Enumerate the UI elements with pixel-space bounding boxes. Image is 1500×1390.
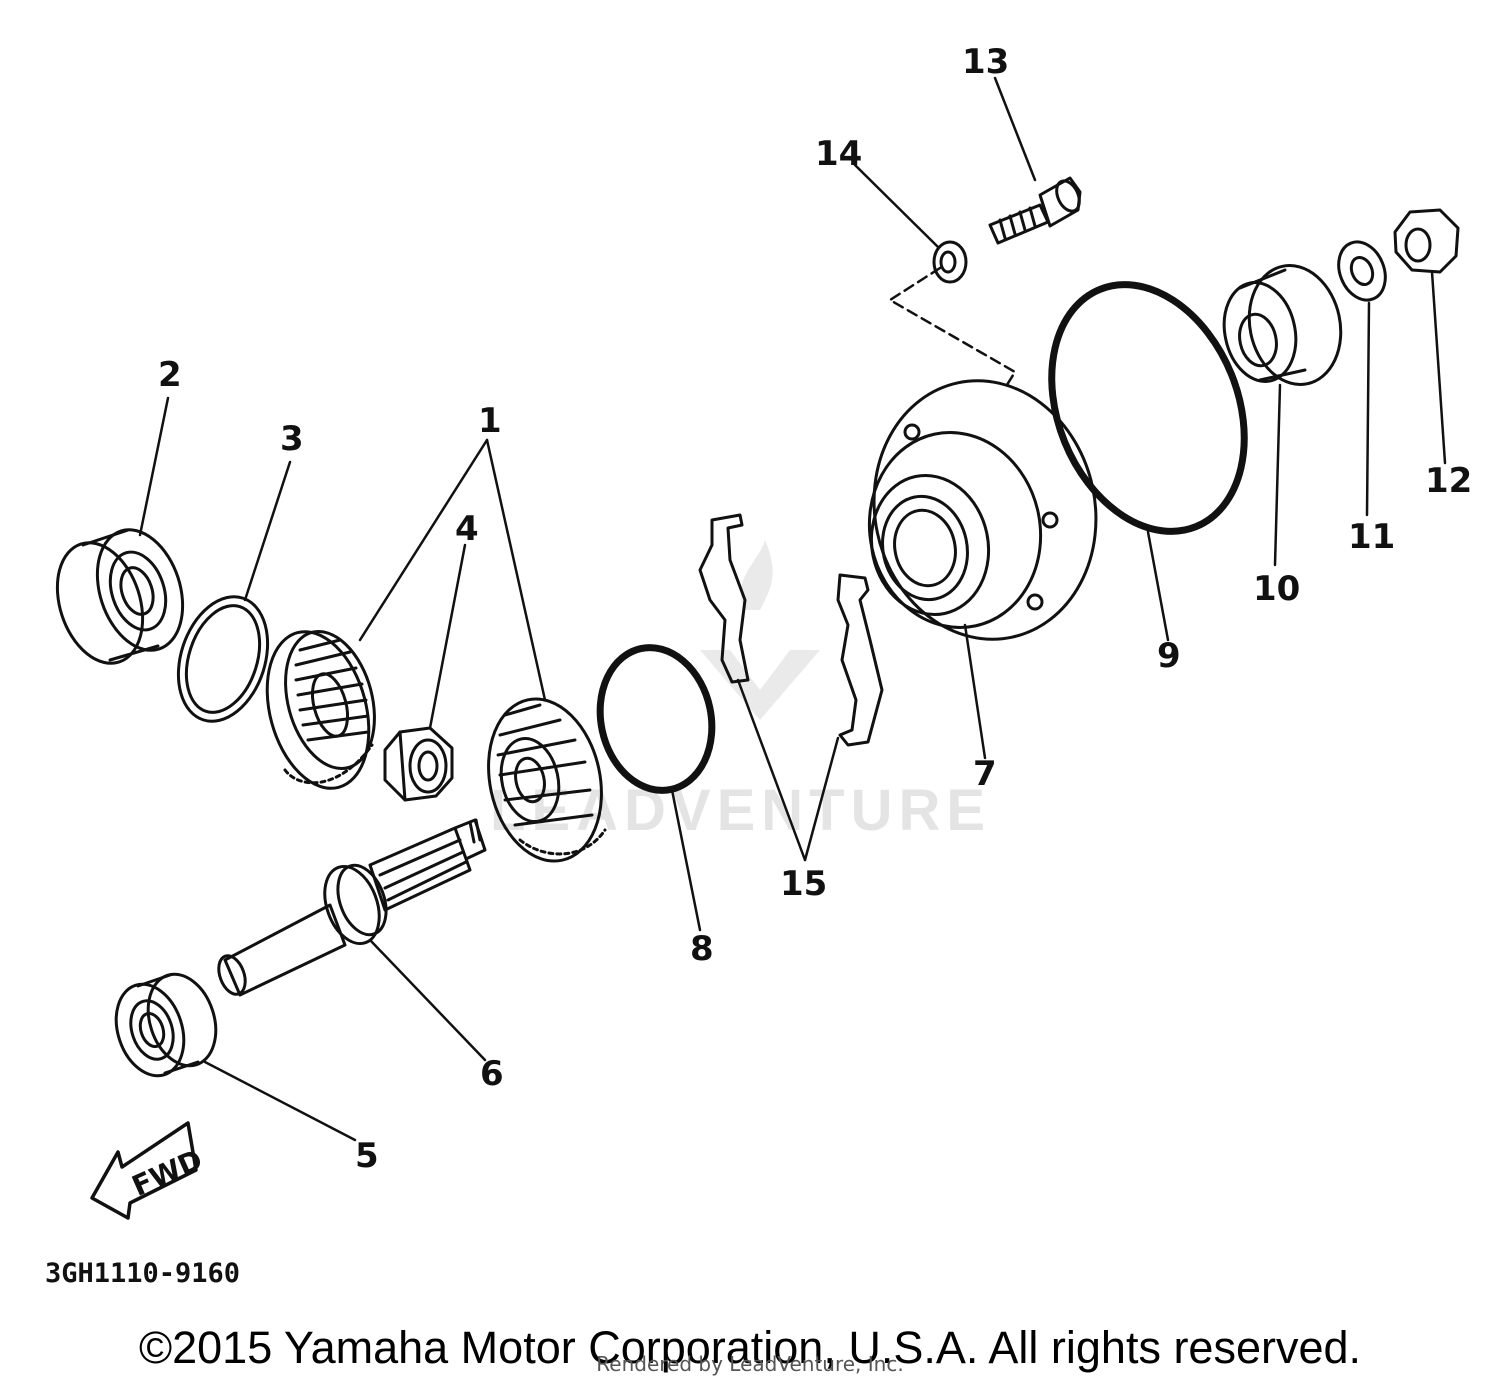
callout-7: 7 (973, 754, 997, 794)
copyright-text: ©2015 Yamaha Motor Corporation, U.S.A. A… (138, 1322, 1362, 1373)
callouts: 1 2 3 4 5 6 7 8 9 10 11 12 13 14 15 (158, 42, 1472, 1176)
part-13-bolt (988, 176, 1082, 245)
watermark-text: LEADVENTURE (490, 778, 991, 843)
part-1-gear-left (265, 630, 376, 790)
leader-lines (138, 76, 1447, 1142)
part-14-washer (932, 240, 968, 284)
callout-2: 2 (158, 355, 182, 395)
callout-5: 5 (355, 1136, 379, 1176)
part-1-gear-right (487, 697, 607, 863)
part-11-washer (1337, 240, 1387, 302)
callout-14: 14 (815, 134, 862, 174)
part-5-bearing (114, 972, 218, 1078)
part-3-shim (176, 595, 270, 723)
fwd-arrow: FWD (90, 1121, 207, 1220)
part-6-shaft (217, 818, 487, 997)
part-8-oring (596, 644, 716, 794)
part-12-nut (1393, 208, 1460, 274)
part-7-housing (867, 379, 1098, 641)
callout-12: 12 (1425, 461, 1472, 501)
callout-10: 10 (1253, 569, 1300, 609)
callout-3: 3 (280, 419, 304, 459)
part-10-coupling (1222, 264, 1343, 386)
part-2-bearing (55, 528, 185, 665)
rendered-by-text: Rendered by LeadVenture, Inc. (596, 1352, 904, 1376)
part-4-nut (383, 726, 454, 802)
part-9-oring (1048, 281, 1248, 535)
watermark: LEADVENTURE (490, 540, 991, 843)
callout-4: 4 (455, 509, 479, 549)
callout-11: 11 (1348, 517, 1395, 557)
part-code: 3GH1110-9160 (45, 1258, 240, 1289)
part-15-clip-right (836, 573, 884, 747)
callout-9: 9 (1157, 636, 1181, 676)
callout-13: 13 (962, 42, 1009, 82)
callout-1: 1 (478, 401, 502, 441)
callout-15: 15 (780, 864, 827, 904)
callout-6: 6 (480, 1054, 504, 1094)
part-15-clip-left (698, 513, 750, 684)
callout-8: 8 (690, 929, 714, 969)
